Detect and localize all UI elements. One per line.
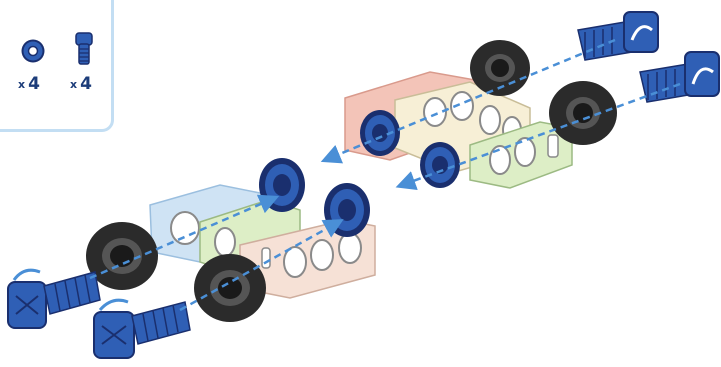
wheel-lower-left [194, 254, 266, 322]
nut-left-2 [324, 183, 370, 237]
bolt-upper-right [578, 12, 658, 60]
nut-right-1 [360, 110, 400, 156]
bolt-upper-left [8, 270, 100, 328]
bolt-lower-left [94, 300, 190, 358]
wheel-lower-right [549, 81, 617, 145]
nut-left-1 [259, 158, 305, 212]
